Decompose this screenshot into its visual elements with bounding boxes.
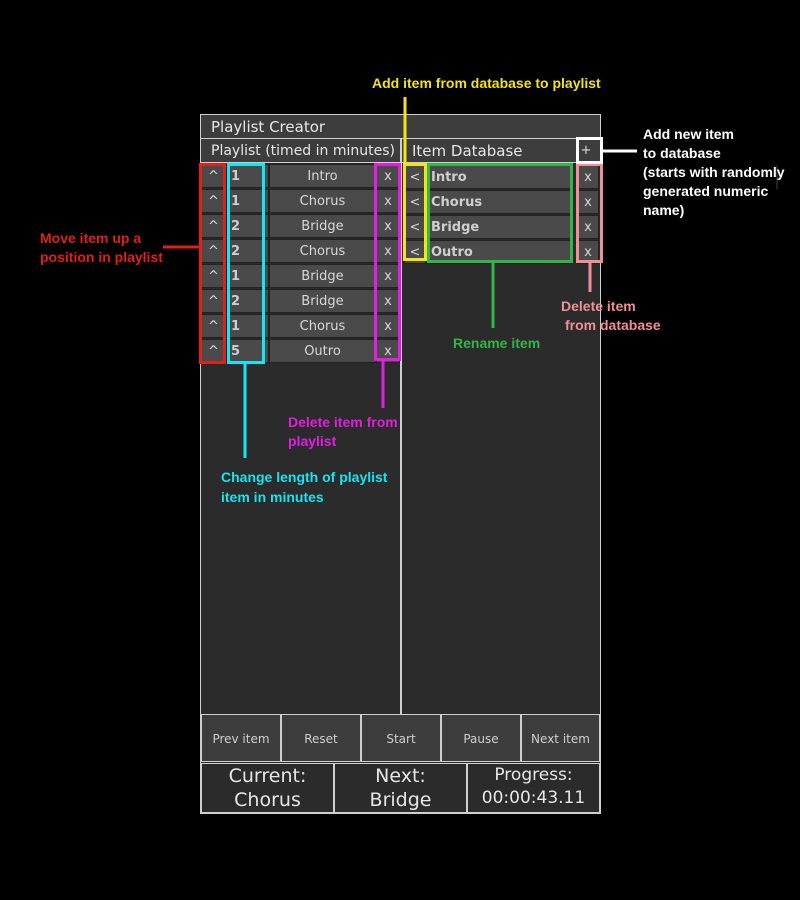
add-new-highlight [576,137,603,164]
current-status: Current: Chorus [201,763,334,813]
next-value: Bridge [369,789,432,811]
annotation-add-new-3: (starts with randomly [643,164,785,180]
playlist-item-name: Bridge [269,289,376,313]
annotation-delete-db-1: Delete item [561,298,636,314]
annotation-add-new-2: to database [643,145,721,161]
annotation-delete-pl-1: Delete item from [288,414,398,430]
playlist-item-name: Bridge [269,264,376,288]
window-title: Playlist Creator [201,115,600,139]
prev-item-button[interactable]: Prev item [201,714,281,762]
minutes-field[interactable]: 1 [226,264,269,288]
move-up-button[interactable]: ^ [201,214,226,238]
column-divider [400,139,402,714]
rename-highlight [427,163,573,263]
playlist-item-name: Intro [269,164,376,188]
move-up-button[interactable]: ^ [201,264,226,288]
annotation-rename: Rename item [453,335,541,351]
pause-button[interactable]: Pause [441,714,521,762]
annotation-delete-db-2: from database [565,317,661,333]
minutes-field[interactable]: 5 [226,339,269,363]
delete-playlist-highlight [374,163,401,361]
current-value: Chorus [234,789,301,811]
database-item-name-field[interactable]: Intro [426,165,572,189]
database-item-name-field[interactable]: Bridge [426,215,572,239]
add-item-button[interactable]: + [575,141,597,161]
progress-value: 00:00:43.11 [481,788,586,808]
move-up-button[interactable]: ^ [201,239,226,263]
playlist-item-name: Outro [269,339,376,363]
reset-button[interactable]: Reset [281,714,361,762]
annotation-add-new-4: generated numeric [643,183,769,199]
playlist-item-name: Chorus [269,239,376,263]
annotation-add-new-5: name) [643,202,685,218]
annotation-change-length-1: Change length of playlist [221,469,388,485]
minutes-field[interactable]: 2 [226,239,269,263]
playlist-item-name: Chorus [269,314,376,338]
minutes-field[interactable]: 2 [226,214,269,238]
annotation-move-up-2: position in playlist [40,249,163,265]
progress-label: Progress: [494,765,573,785]
next-status: Next: Bridge [334,763,467,813]
minutes-field[interactable]: 2 [226,289,269,313]
minutes-highlight [227,163,265,364]
delete-db-highlight [576,163,603,263]
playlist-header: Playlist (timed in minutes) [201,139,400,163]
delete-playlist-item-button[interactable]: x [376,214,400,238]
annotation-change-length-2: item in minutes [221,489,324,505]
next-item-button[interactable]: Next item [521,714,600,762]
playlist-item-name: Chorus [269,189,376,213]
annotation-delete-pl-2: playlist [288,433,337,449]
add-from-db-highlight [403,163,427,261]
annotation-add-from-db: Add item from database to playlist [372,75,601,91]
move-up-highlight [199,163,226,364]
annotation-move-up-1: Move item up a [40,230,142,246]
delete-playlist-item-button[interactable]: x [376,314,400,338]
start-button[interactable]: Start [361,714,441,762]
current-label: Current: [228,765,307,787]
minutes-field[interactable]: 1 [226,189,269,213]
database-header: Item Database [402,139,600,163]
annotation-add-new-1: Add new item [643,126,735,142]
minutes-field[interactable]: 1 [226,314,269,338]
next-label: Next: [375,765,426,787]
progress-status: Progress: 00:00:43.11 [467,763,600,813]
database-item-name-field[interactable]: Chorus [426,190,572,214]
